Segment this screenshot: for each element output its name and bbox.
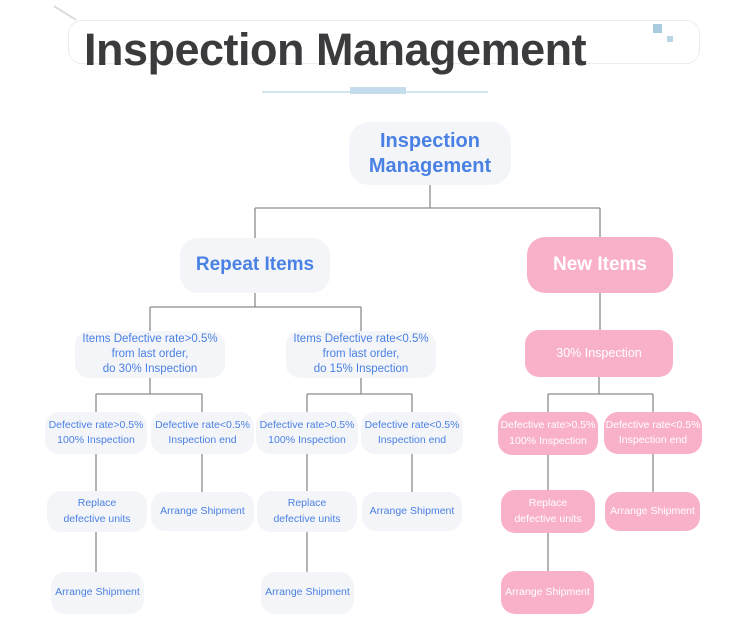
node-new-final-shipment: Arrange Shipment (501, 571, 594, 614)
node-repeat-gt-inspection-end: Defective rate<0.5% Inspection end (151, 412, 254, 454)
page-title: Inspection Management (84, 24, 587, 75)
node-repeat-defect-lt-15pct: Items Defective rate<0.5% from last orde… (286, 331, 436, 378)
blue-square-icon (653, 24, 662, 33)
title-card (68, 20, 700, 64)
blue-square-small-icon (667, 36, 673, 42)
node-repeat-lt-replace-units: Replace defective units (257, 491, 357, 532)
node-new-replace-units: Replace defective units (501, 490, 595, 533)
node-repeat-gt-arrange-shipment: Arrange Shipment (151, 492, 254, 531)
node-new-30pct-inspection: 30% Inspection (525, 330, 673, 377)
node-repeat-lt-100pct-inspection: Defective rate>0.5% 100% Inspection (256, 412, 358, 454)
title-underline-accent (350, 87, 406, 94)
node-repeat-defect-gt-30pct: Items Defective rate>0.5% from last orde… (75, 331, 225, 378)
node-repeat-gt-replace-units: Replace defective units (47, 491, 147, 532)
node-new-100pct-inspection: Defective rate>0.5% 100% Inspection (498, 412, 598, 455)
node-repeat-lt-inspection-end: Defective rate<0.5% Inspection end (361, 412, 463, 454)
node-new-arrange-shipment: Arrange Shipment (605, 492, 700, 531)
node-new-inspection-end: Defective rate<0.5% Inspection end (604, 412, 702, 454)
node-repeat-lt-arrange-shipment: Arrange Shipment (362, 492, 462, 531)
node-repeat-gt-100pct-inspection: Defective rate>0.5% 100% Inspection (45, 412, 147, 454)
node-repeat-items: Repeat Items (180, 238, 330, 293)
node-new-items: New Items (527, 237, 673, 293)
node-repeat-lt-final-shipment: Arrange Shipment (261, 572, 354, 614)
node-inspection-management: Inspection Management (349, 122, 511, 185)
node-repeat-gt-final-shipment: Arrange Shipment (51, 572, 144, 614)
